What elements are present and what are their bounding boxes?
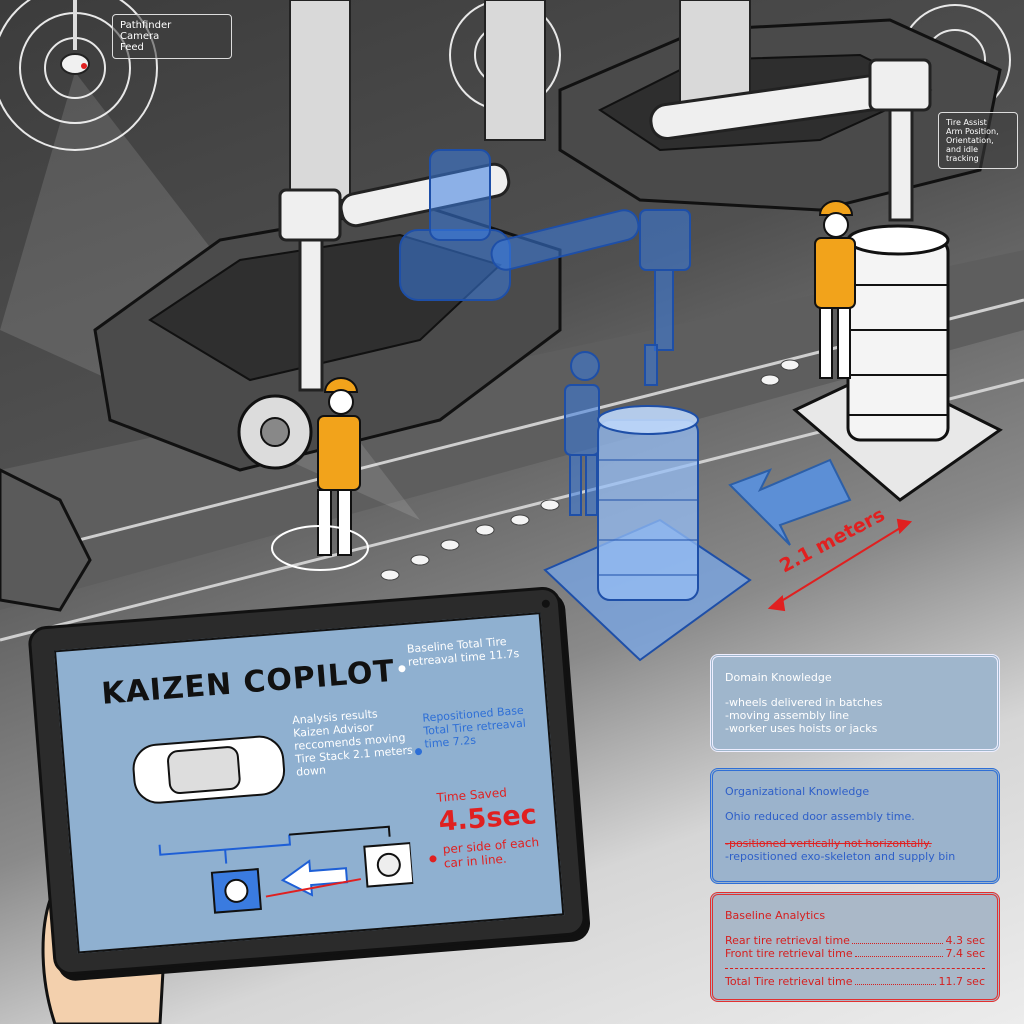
camera-feed-label: Pathfinder Camera Feed [112, 14, 232, 59]
tire-stack [792, 224, 1003, 502]
move-arrow-icon [728, 458, 852, 546]
tablet-camera-icon [541, 599, 551, 609]
footprints [380, 359, 800, 581]
organizational-knowledge-struck: -positioned vertically not horizontally. [725, 837, 932, 850]
organizational-knowledge-line: -repositioned exo-skeleton and supply bi… [725, 850, 956, 863]
tablet-screen: KAIZEN COPILOT Analysis results Kaizen A… [53, 612, 565, 954]
baseline-text: Baseline Total Tire retreaval time 11.7s [406, 634, 520, 669]
baseline-bullet-icon [398, 664, 406, 673]
analytics-row-value: 4.3 sec [945, 934, 985, 947]
repositioned-text: Repositioned Base Total Tire retreaval t… [421, 703, 527, 751]
domain-knowledge-item: -worker uses hoists or jacks [725, 722, 878, 735]
analytics-total-value: 11.7 sec [938, 975, 985, 988]
worker-left [271, 377, 369, 571]
time-saved-value: 4.5sec [437, 799, 538, 838]
robot-arm-hologram [399, 149, 691, 386]
analytics-row-label: Rear tire retrieval time [725, 934, 850, 947]
organizational-knowledge-line: Ohio reduced door assembly time. [725, 810, 915, 823]
time-saved-bullet-icon [429, 855, 437, 863]
car-top-view-icon [132, 735, 415, 914]
domain-knowledge-panel: Domain Knowledge -wheels delivered in ba… [710, 654, 1000, 752]
time-saved-description: per side of each car in line. [442, 835, 540, 871]
repositioned-bullet-icon [414, 747, 423, 756]
tablet: KAIZEN COPILOT Analysis results Kaizen A… [27, 585, 587, 977]
tire-stack-hologram [543, 405, 752, 662]
analytics-total-label: Total Tire retrieval time [725, 975, 853, 988]
baseline-analytics-title: Baseline Analytics [725, 909, 826, 922]
analysis-text: Analysis results Kaizen Advisor reccomen… [291, 707, 414, 779]
analytics-row: Front tire retrieval time 7.4 sec [725, 947, 985, 960]
baseline-analytics-panel: Baseline Analytics Rear tire retrieval t… [710, 892, 1000, 1002]
distance-indicator [767, 518, 913, 612]
domain-knowledge-item: -wheels delivered in batches [725, 696, 883, 709]
security-camera-icon [60, 0, 90, 75]
organizational-knowledge-panel: Organizational Knowledge Ohio reduced do… [710, 768, 1000, 884]
analytics-row: Rear tire retrieval time 4.3 sec [725, 934, 985, 947]
overhead-pillars [289, 0, 751, 201]
domain-knowledge-item: -moving assembly line [725, 709, 850, 722]
analytics-row-value: 7.4 sec [945, 947, 985, 960]
robot-arm-white [278, 58, 932, 392]
organizational-knowledge-title: Organizational Knowledge [725, 785, 870, 798]
analytics-total-row: Total Tire retrieval time 11.7 sec [725, 975, 985, 988]
tablet-title: KAIZEN COPILOT [100, 653, 397, 712]
analytics-separator [725, 968, 985, 969]
car-partial [0, 468, 92, 612]
worker-right [814, 200, 856, 379]
analytics-row-label: Front tire retrieval time [725, 947, 853, 960]
domain-knowledge-title: Domain Knowledge [725, 671, 832, 684]
arm-tracking-label: Tire Assist Arm Position, Orientation, a… [938, 112, 1018, 169]
